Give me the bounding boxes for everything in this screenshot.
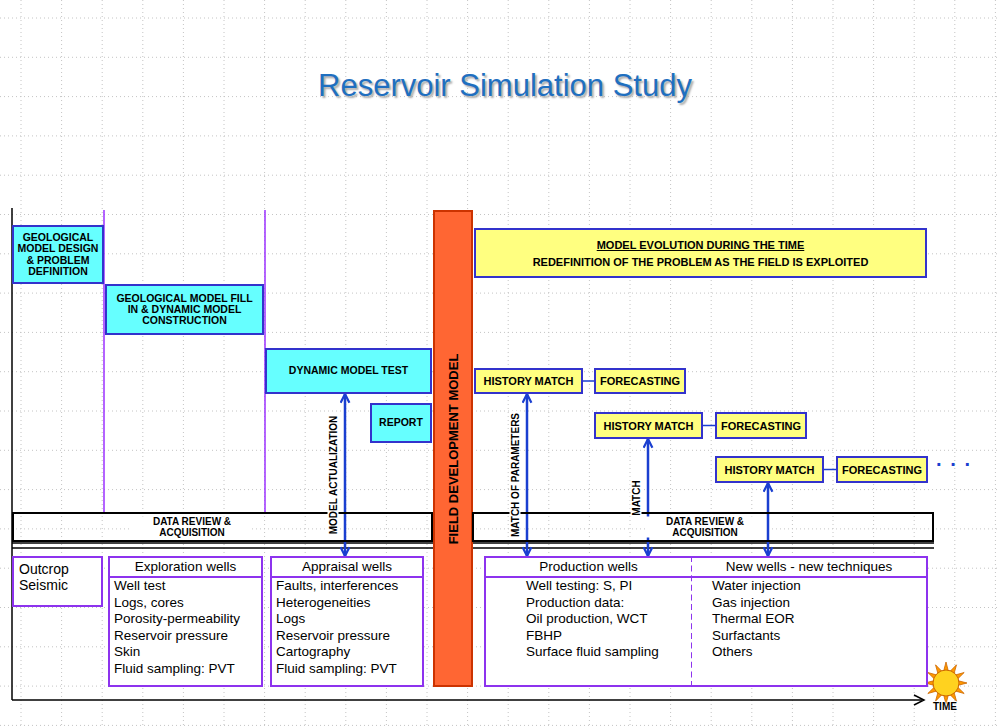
data-box: New wells - new techniquesWater injectio… xyxy=(692,556,928,687)
box-label: GEOLOGICAL MODEL DESIGN & PROBLEM DEFINI… xyxy=(17,232,99,277)
box-label: FORECASTING xyxy=(842,464,922,476)
box-label: HISTORY MATCH xyxy=(724,464,814,476)
forecast-box: FORECASTING xyxy=(594,368,686,394)
box-label: MODEL EVOLUTION DURING THE TIME xyxy=(597,239,805,251)
list-item: Oil production, WCT xyxy=(486,611,691,628)
box-label: DYNAMIC MODEL TEST xyxy=(289,365,408,376)
list-item: Logs, cores xyxy=(110,595,261,612)
list-item: Well testing: S, PI xyxy=(486,578,691,595)
grid-line xyxy=(0,18,997,19)
list-item: Production data: xyxy=(486,595,691,612)
grid-line xyxy=(995,0,996,726)
grid-line xyxy=(0,489,997,490)
grid-line xyxy=(0,135,997,136)
box-label: FORECASTING xyxy=(600,375,680,387)
time-axis xyxy=(12,699,922,701)
list-item: Skin xyxy=(110,644,261,661)
box-label: FIELD DEVELOPMENT MODEL xyxy=(446,353,461,544)
box-label: HISTORY MATCH xyxy=(603,420,693,432)
match-box: HISTORY MATCH xyxy=(715,456,824,483)
grid-line xyxy=(0,411,997,412)
box-label: GEOLOGICAL MODEL FILL IN & DYNAMIC MODEL… xyxy=(110,293,259,327)
box-label: HISTORY MATCH xyxy=(483,375,573,387)
diagram-title: Reservoir Simulation Study xyxy=(318,68,692,104)
grid-line xyxy=(102,0,103,726)
grid-line xyxy=(954,0,955,726)
list-item: Surface fluid sampling xyxy=(486,644,691,661)
box-label: FORECASTING xyxy=(721,420,801,432)
list-item: Porosity-permeability xyxy=(110,611,261,628)
grid-line xyxy=(61,0,62,726)
box-label: REDEFINITION OF THE PROBLEM AS THE FIELD… xyxy=(533,256,869,268)
milestone-bar: FIELD DEVELOPMENT MODEL xyxy=(433,210,473,687)
connector-label: MODEL ACTUALIZATION xyxy=(328,414,339,537)
grid-line xyxy=(0,214,997,215)
source-box: Outcrop Seismic xyxy=(12,556,103,607)
list-item: Logs xyxy=(272,611,422,628)
grid-line xyxy=(0,175,997,176)
evolution-box: MODEL EVOLUTION DURING THE TIME REDEFINIT… xyxy=(474,228,927,278)
sun-icon xyxy=(925,662,967,704)
connector-arrow xyxy=(647,439,650,556)
list-item: Gas injection xyxy=(692,595,926,612)
list-item: Heterogeneities xyxy=(272,595,422,612)
connector-arrow xyxy=(703,425,715,427)
baseline xyxy=(12,547,934,549)
data-box: Production wellsWell testing: S, PIProdu… xyxy=(484,556,693,687)
continuation-dots: · · · xyxy=(936,453,972,476)
axis-label: TIME xyxy=(933,701,957,712)
list-item: Faults, interferences xyxy=(272,578,422,595)
baseline xyxy=(12,542,934,544)
match-box: HISTORY MATCH xyxy=(474,368,583,394)
list-item: Thermal EOR xyxy=(692,611,926,628)
connector-arrow xyxy=(526,394,529,556)
grid-line xyxy=(0,450,997,451)
list-item: Others xyxy=(692,644,926,661)
box-heading: New wells - new techniques xyxy=(692,558,926,578)
connector-label: MATCH OF PARAMETERS xyxy=(510,411,521,539)
list-item: Fluid sampling: PVT xyxy=(272,661,422,678)
list-item: Surfactants xyxy=(692,628,926,645)
box-label: DATA REVIEW & ACQUISITION xyxy=(132,517,252,538)
phase-box: DYNAMIC MODEL TEST xyxy=(265,348,432,394)
box-label: REPORT xyxy=(379,417,423,428)
sun-disc xyxy=(933,670,959,696)
box-heading: Exploration wells xyxy=(110,558,261,578)
data-box: Exploration wellsWell testLogs, coresPor… xyxy=(108,556,263,687)
box-heading: Appraisal wells xyxy=(272,558,422,578)
data-band: DATA REVIEW & ACQUISITION xyxy=(472,512,934,542)
connector-arrow xyxy=(583,380,594,382)
list-item: Cartography xyxy=(272,644,422,661)
forecast-box: FORECASTING xyxy=(836,456,928,483)
list-item: Reservoir pressure xyxy=(272,628,422,645)
forecast-box: FORECASTING xyxy=(715,412,807,439)
box-label: DATA REVIEW & ACQUISITION xyxy=(645,517,765,538)
match-box: HISTORY MATCH xyxy=(594,412,703,439)
connector-arrow xyxy=(767,483,770,556)
data-box: Appraisal wellsFaults, interferencesHete… xyxy=(270,556,424,687)
list-item: Fluid sampling: PVT xyxy=(110,661,261,678)
connector-arrow xyxy=(344,394,347,556)
box-label: Outcrop Seismic xyxy=(19,561,96,593)
list-item: Reservoir pressure xyxy=(110,628,261,645)
phase-box: GEOLOGICAL MODEL FILL IN & DYNAMIC MODEL… xyxy=(105,284,264,335)
grid-line xyxy=(21,0,22,726)
grid-line xyxy=(0,57,997,58)
time-arrow xyxy=(914,695,924,705)
connector-arrow xyxy=(824,469,836,471)
grid-line xyxy=(0,725,997,726)
connector-label: MATCH xyxy=(631,478,642,517)
data-band: DATA REVIEW & ACQUISITION xyxy=(12,512,433,542)
phase-box: GEOLOGICAL MODEL DESIGN & PROBLEM DEFINI… xyxy=(12,225,104,284)
report-box: REPORT xyxy=(370,403,432,443)
list-item: Well test xyxy=(110,578,261,595)
list-item: Water injection xyxy=(692,578,926,595)
box-heading: Production wells xyxy=(486,558,691,578)
list-item: FBHP xyxy=(486,628,691,645)
